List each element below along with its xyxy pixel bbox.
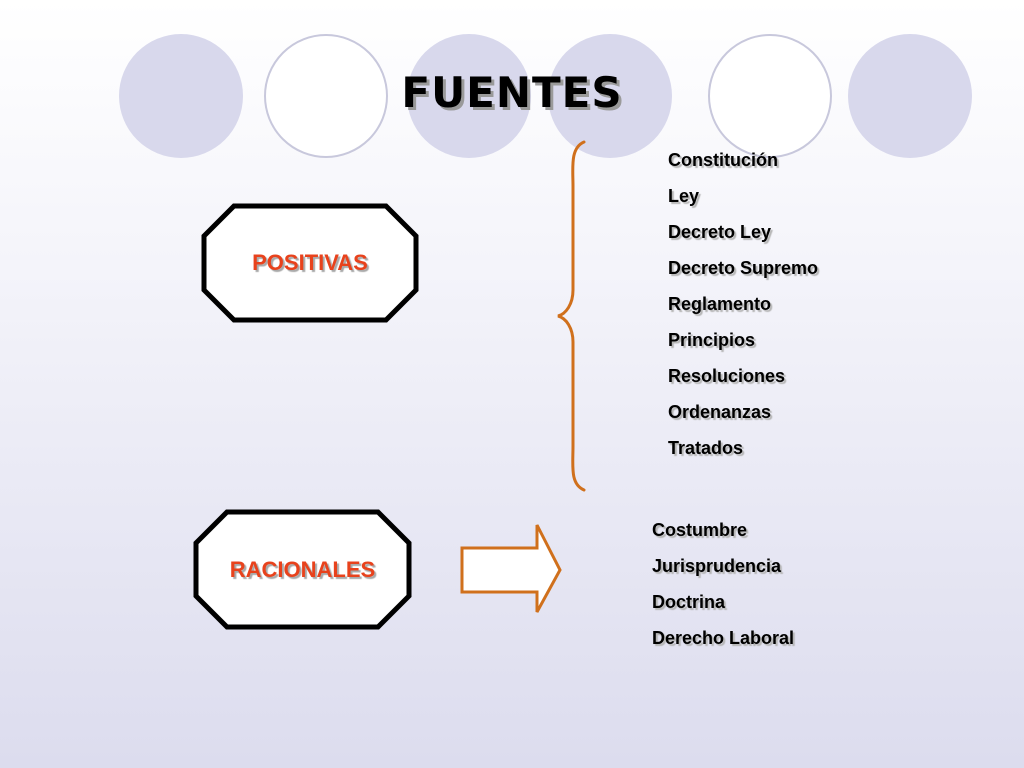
filled-circle <box>407 34 531 158</box>
list-item: Decreto Ley <box>668 222 772 242</box>
list-item: Principios <box>668 330 756 350</box>
list-item: Costumbre <box>652 520 748 540</box>
curly-brace <box>557 140 586 492</box>
page-title: FUENTES <box>401 68 623 117</box>
list-item: Reglamento <box>668 294 772 314</box>
right-arrow <box>460 524 562 613</box>
outline-circle <box>708 34 832 158</box>
positivas-list: Constitución Ley Decreto Ley Decreto Sup… <box>668 142 818 466</box>
positivas-octagon <box>201 203 419 323</box>
list-item: Derecho Laboral <box>652 628 795 648</box>
list-item: Tratados <box>668 438 744 458</box>
list-item: Jurisprudencia <box>652 556 782 576</box>
outline-circle <box>264 34 388 158</box>
list-item: Ley <box>668 186 700 206</box>
racionales-label: RACIONALES <box>229 557 376 582</box>
filled-circle <box>119 34 243 158</box>
positivas-label: POSITIVAS <box>252 250 368 275</box>
list-item: Resoluciones <box>668 366 786 386</box>
list-item: Doctrina <box>652 592 726 612</box>
list-item: Decreto Supremo <box>668 258 819 278</box>
filled-circle <box>548 34 672 158</box>
list-item: Constitución <box>668 150 778 170</box>
filled-circle <box>848 34 972 158</box>
list-item: Ordenanzas <box>668 402 772 422</box>
racionales-octagon <box>193 509 412 630</box>
racionales-list: Costumbre Jurisprudencia Doctrina Derech… <box>652 512 794 656</box>
